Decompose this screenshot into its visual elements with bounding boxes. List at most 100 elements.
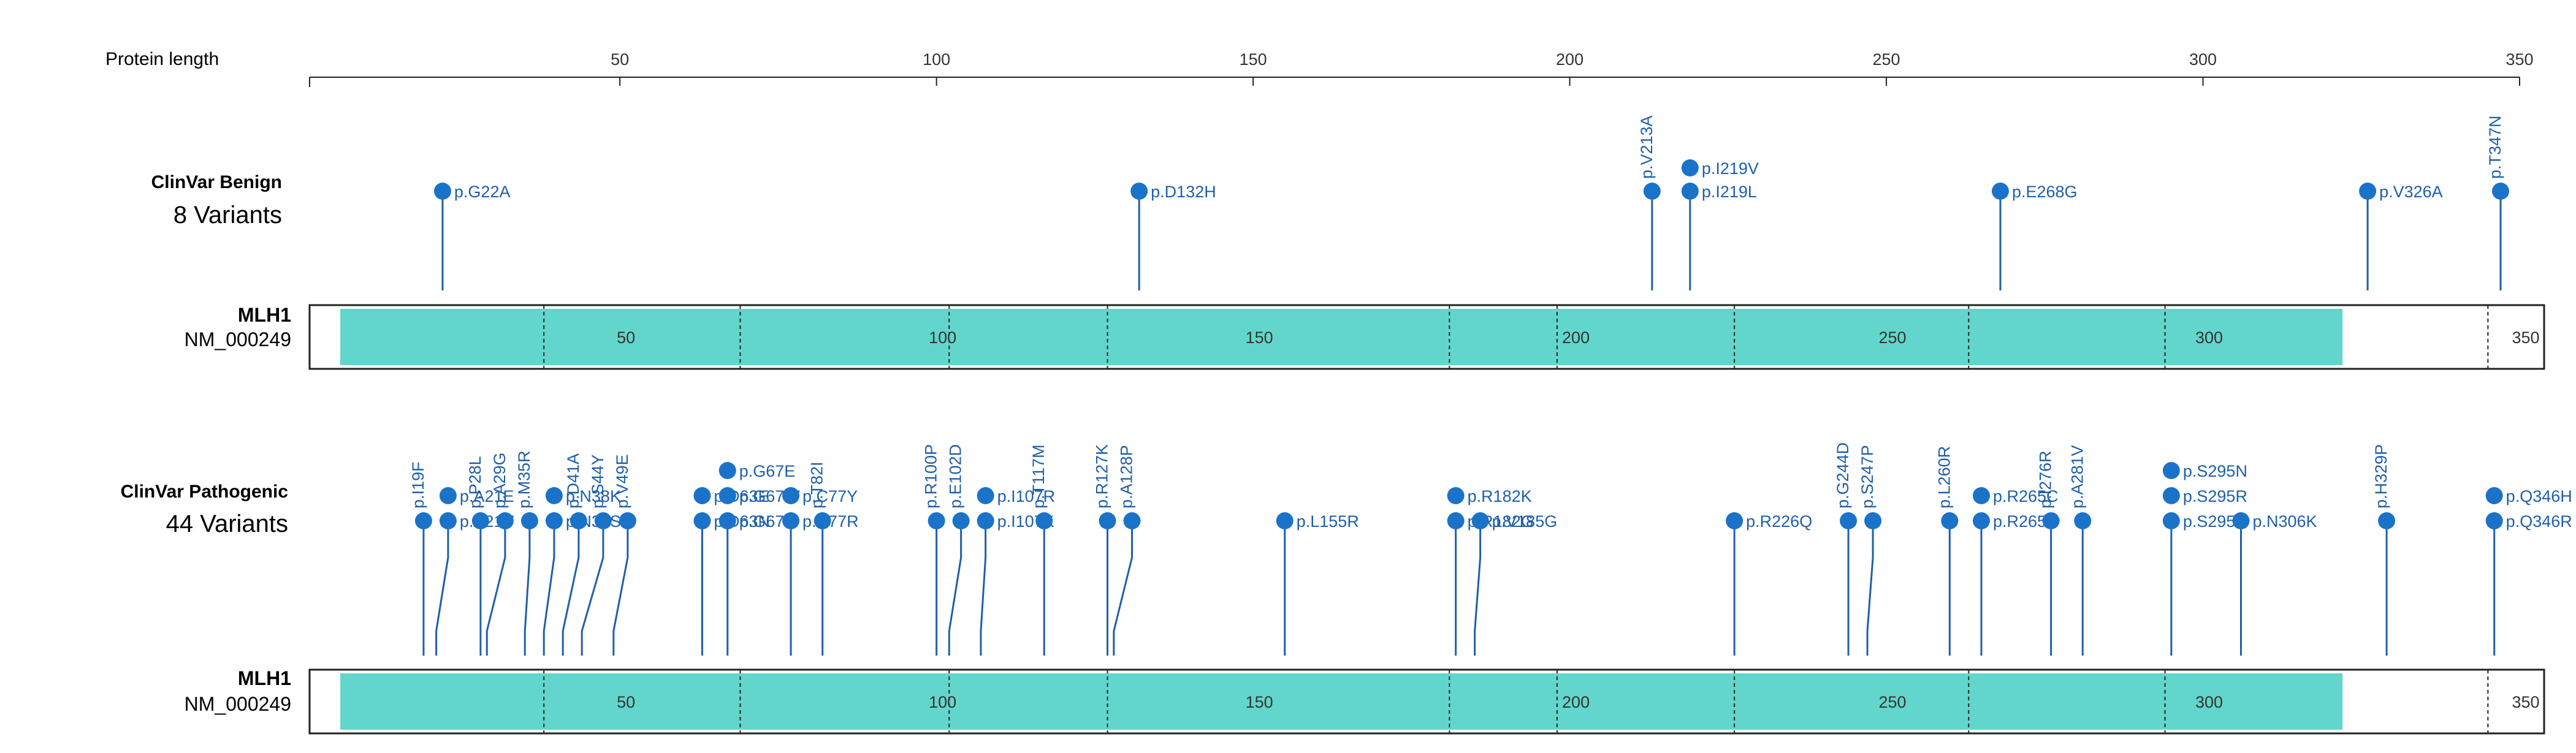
variant-label: p.V213A	[1637, 115, 1656, 179]
variant-marker	[1726, 512, 1743, 529]
variant-label: p.R182K	[1468, 487, 1532, 505]
variant-marker	[782, 512, 800, 529]
variant-label: p.Q346R	[2506, 512, 2572, 531]
gene-name: MLH1	[238, 304, 291, 326]
variant-marker	[928, 512, 945, 529]
variant-marker	[693, 512, 711, 529]
variant-label: p.I276R	[2037, 450, 2055, 509]
variant-marker	[2162, 462, 2180, 479]
axis-tick-label: 50	[611, 50, 629, 69]
variant-marker	[814, 512, 831, 529]
variant-label: p.S247P	[1858, 445, 1877, 509]
variant-marker	[1972, 512, 1990, 529]
variant-marker	[718, 487, 736, 504]
variant-label: p.G67E	[739, 462, 796, 480]
variant-marker	[1643, 183, 1661, 200]
axis-tick-label: 200	[1556, 50, 1583, 69]
variant-marker	[1035, 512, 1053, 529]
gene-transcript: NM_000249	[185, 328, 291, 350]
variant-label: p.I19F	[409, 461, 427, 509]
variant-label: p.L260R	[1935, 446, 1953, 509]
protein-domain	[340, 673, 2343, 730]
variant-stem	[486, 521, 506, 656]
protein-tick-label: 150	[1246, 693, 1273, 711]
variant-stem	[612, 521, 629, 656]
variant-label: p.H329P	[2372, 444, 2390, 509]
variant-marker	[718, 462, 736, 479]
variant-marker	[2485, 512, 2503, 529]
axis-label: Protein length	[105, 49, 219, 69]
benign-track-title: ClinVar Benign	[151, 172, 282, 192]
variant-label: p.I219V	[1702, 159, 1759, 178]
protein-tick-label: 300	[2195, 328, 2223, 347]
variant-label: p.L155R	[1297, 512, 1359, 531]
variant-marker	[1471, 512, 1489, 529]
variant-label: p.C77Y	[802, 487, 858, 505]
protein-tick-label: 150	[1246, 328, 1273, 347]
variant-marker	[1276, 512, 1294, 529]
variant-marker	[2359, 183, 2377, 200]
variant-marker	[1681, 183, 1699, 200]
variant-marker	[439, 487, 457, 504]
benign-track-count: 8 Variants	[173, 202, 282, 229]
variant-marker	[545, 487, 563, 504]
variant-label: p.V49E	[613, 454, 631, 509]
variant-marker	[1681, 159, 1699, 176]
variant-label: p.G22A	[454, 183, 511, 201]
protein-tick-label: 50	[617, 328, 635, 347]
variant-label: p.T117M	[1029, 444, 1048, 509]
variant-marker	[2485, 487, 2503, 504]
variant-marker	[439, 512, 457, 529]
variant-stem	[948, 521, 962, 656]
protein-tick-label: 100	[929, 693, 956, 711]
variant-label: p.S44Y	[589, 454, 607, 509]
variant-marker	[2232, 512, 2250, 529]
variant-label: p.R265C	[1993, 487, 2059, 505]
variant-label: p.E268G	[2012, 183, 2078, 201]
variant-stem	[1866, 521, 1874, 656]
protein-tick-label: 250	[1879, 328, 1907, 347]
variant-marker	[2162, 512, 2180, 529]
variant-marker	[2492, 183, 2510, 200]
variant-stem	[1113, 521, 1134, 656]
variant-label: p.M35R	[515, 450, 533, 509]
variant-marker	[2162, 487, 2180, 504]
variant-marker	[977, 512, 994, 529]
gene-name: MLH1	[238, 667, 291, 689]
variant-label: p.D41A	[564, 453, 582, 509]
variant-label: p.A281V	[2068, 445, 2086, 509]
variant-stem	[1474, 521, 1482, 656]
variant-marker	[1099, 512, 1116, 529]
variant-stem	[980, 521, 987, 656]
variant-marker	[496, 512, 514, 529]
variant-marker	[545, 512, 563, 529]
variant-stem	[524, 521, 531, 656]
variant-marker	[1447, 512, 1465, 529]
variant-stem	[435, 521, 449, 656]
axis-tick-label: 100	[923, 50, 950, 69]
variant-stem	[562, 521, 580, 656]
axis-tick-label: 350	[2506, 50, 2533, 69]
variant-marker	[1864, 512, 1882, 529]
variant-label: p.N306K	[2253, 512, 2317, 531]
variant-marker	[520, 512, 538, 529]
variant-marker	[693, 487, 711, 504]
variant-stem	[581, 521, 604, 656]
protein-tick-label: 100	[929, 328, 956, 347]
protein-tick-label: 300	[2195, 693, 2223, 711]
variant-marker	[952, 512, 970, 529]
protein-tick-label: 200	[1562, 693, 1590, 711]
variant-marker	[1447, 487, 1465, 504]
variant-label: p.A21E	[460, 487, 514, 505]
variant-label: p.N38K	[566, 487, 621, 505]
variant-label: p.D132H	[1151, 183, 1216, 201]
axis-tick-label: 150	[1240, 50, 1267, 69]
variant-marker	[1840, 512, 1858, 529]
variant-marker	[414, 512, 432, 529]
variant-label: p.A29G	[490, 452, 509, 509]
variant-label: p.A128P	[1118, 445, 1136, 509]
